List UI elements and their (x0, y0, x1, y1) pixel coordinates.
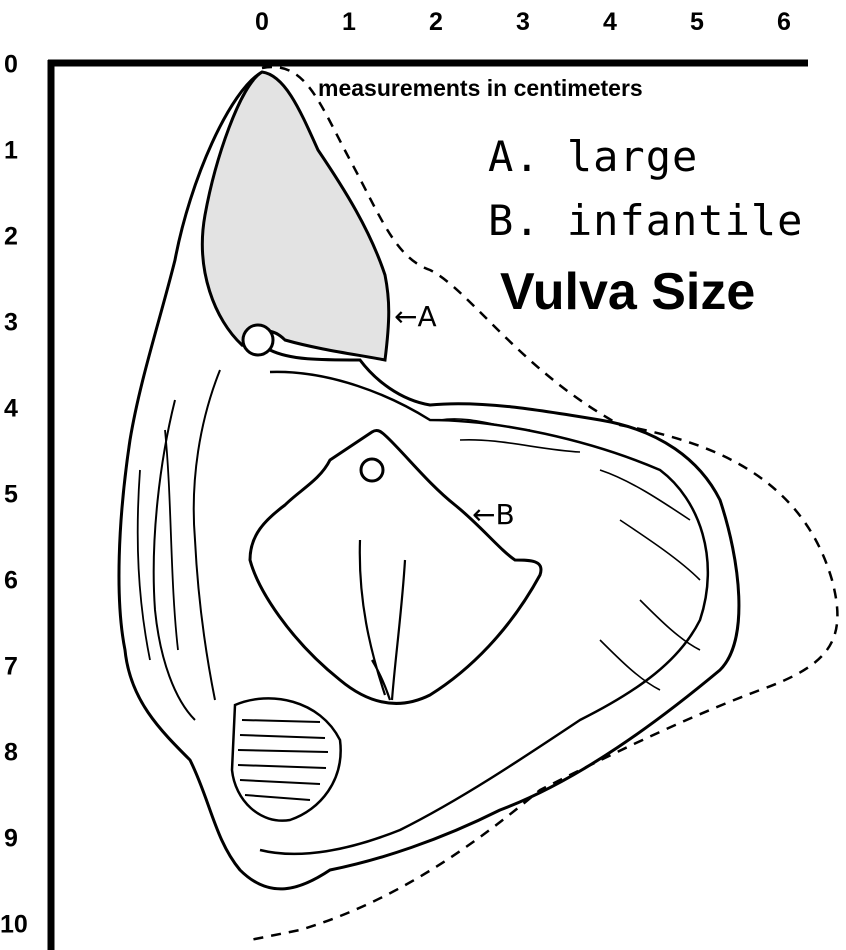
diagram-title: Vulva Size (500, 262, 755, 322)
units-note: measurements in centimeters (318, 75, 643, 102)
callout-b: ←B (472, 498, 515, 531)
large-hood-shading (202, 72, 388, 360)
legend-infantile: B. infantile (488, 196, 803, 245)
infantile-clitoris (361, 459, 383, 481)
large-introitus (232, 698, 341, 820)
large-clitoris (243, 325, 273, 355)
callout-a: ←A (394, 300, 437, 333)
legend-large: A. large (488, 132, 698, 181)
